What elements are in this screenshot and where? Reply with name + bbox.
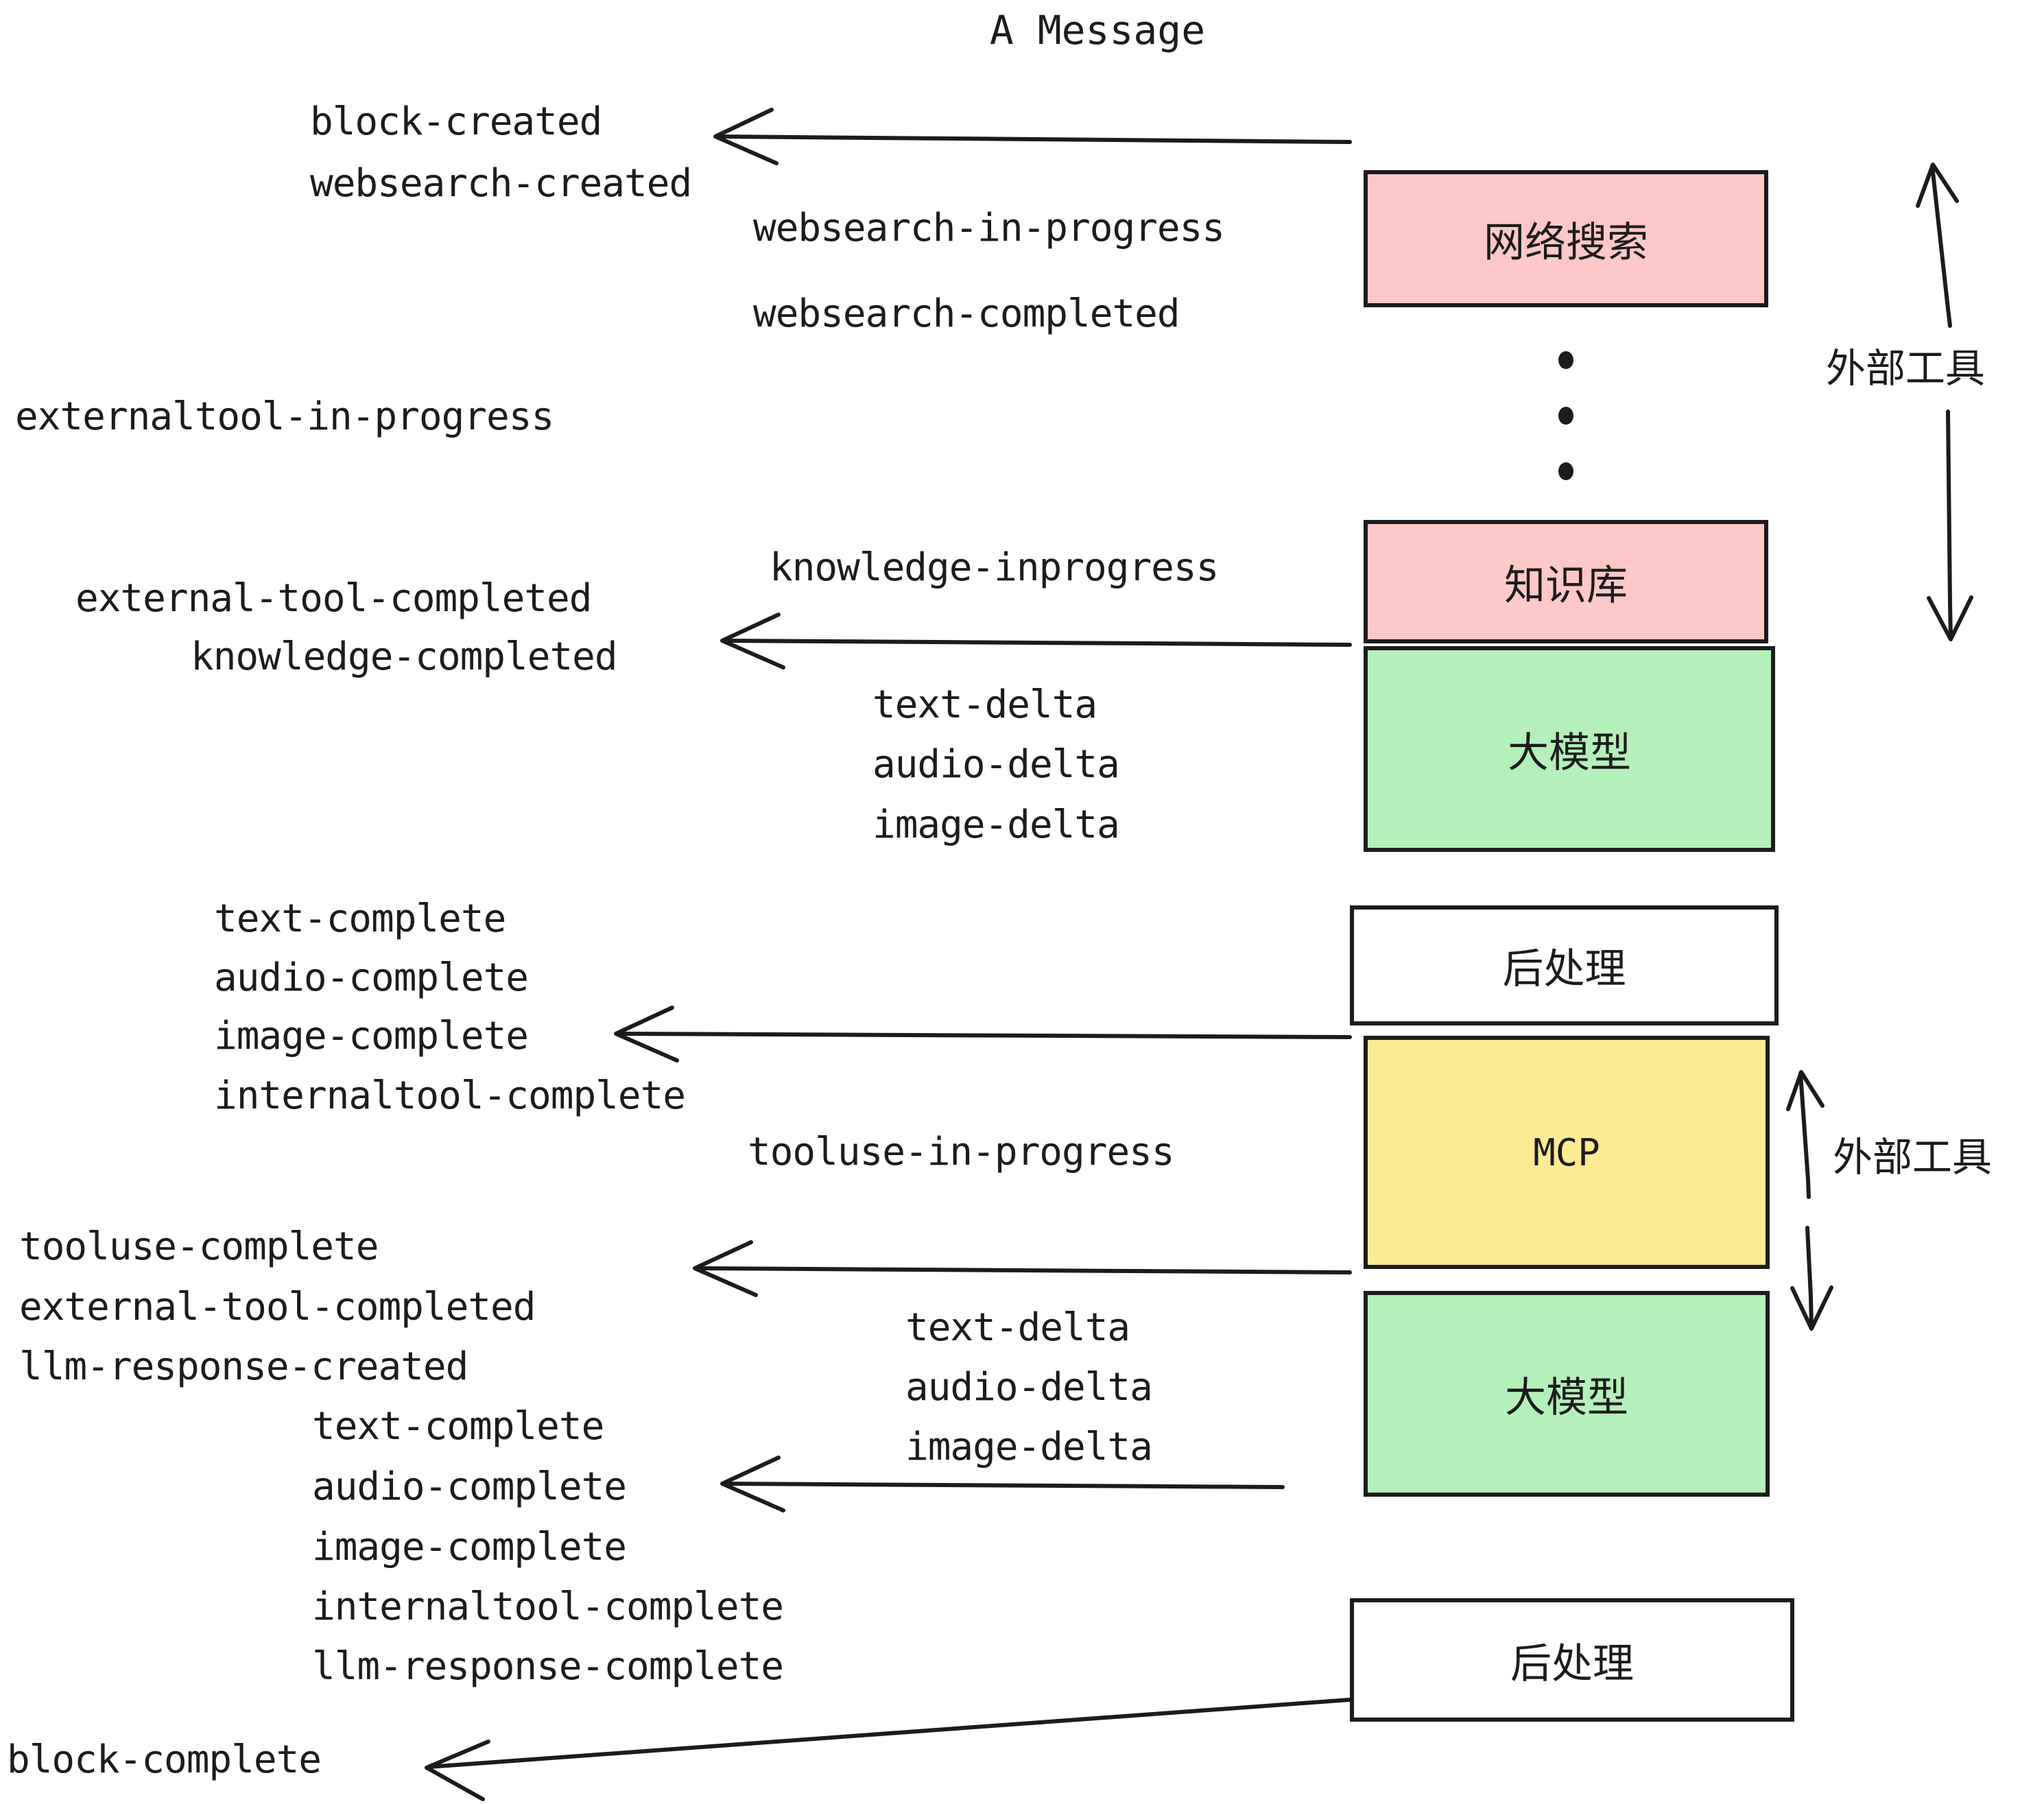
side-label-external-tool-bottom: 外部工具 [1833, 1134, 1993, 1180]
event-audio-delta-2: audio-delta [905, 1365, 1153, 1410]
node-knowledge[interactable]: 知识库 [1364, 520, 1768, 643]
event-knowledge-completed: knowledge-completed [191, 634, 618, 679]
ellipsis-dot-1 [1558, 351, 1573, 369]
event-image-delta-1: image-delta [872, 803, 1120, 847]
arrow-mcp-to-tooluse-complete [693, 1240, 1352, 1297]
side-label-external-tool-top: 外部工具 [1826, 345, 1986, 392]
node-websearch[interactable]: 网络搜索 [1364, 170, 1768, 307]
event-block-complete: block-complete [7, 1737, 322, 1782]
arrow-knowledge-to-knowledge-completed [720, 613, 1352, 669]
event-internaltool-complete-2: internaltool-complete [312, 1585, 784, 1629]
node-llm-2-label: 大模型 [1505, 1373, 1628, 1422]
event-websearch-created: websearch-created [310, 161, 692, 206]
node-mcp[interactable]: MCP [1364, 1036, 1770, 1269]
event-llm-response-created: llm-response-created [19, 1344, 468, 1389]
node-llm-1[interactable]: 大模型 [1364, 646, 1775, 852]
ellipsis-dot-2 [1558, 407, 1573, 425]
event-externaltool-in-progress: externaltool-in-progress [15, 394, 554, 439]
external-tool-arrow-down-top [1927, 410, 1973, 641]
event-llm-response-complete: llm-response-complete [312, 1644, 784, 1689]
event-audio-complete-2: audio-complete [312, 1464, 627, 1509]
event-external-tool-completed-2: external-tool-completed [19, 1285, 536, 1329]
arrow-websearch-to-block-created [713, 108, 1352, 165]
node-postprocess-1[interactable]: 后处理 [1350, 905, 1779, 1025]
event-image-delta-2: image-delta [905, 1425, 1153, 1469]
event-websearch-in-progress: websearch-in-progress [753, 206, 1225, 250]
node-knowledge-label: 知识库 [1504, 561, 1628, 610]
event-external-tool-completed-1: external-tool-completed [75, 576, 592, 621]
event-text-delta-1: text-delta [872, 683, 1097, 727]
event-image-complete-1: image-complete [214, 1014, 529, 1058]
node-postprocess-2[interactable]: 后处理 [1350, 1598, 1794, 1722]
node-llm-1-label: 大模型 [1508, 728, 1631, 777]
event-audio-complete-1: audio-complete [214, 956, 529, 1000]
event-knowledge-inprogress: knowledge-inprogress [770, 545, 1219, 590]
event-audio-delta-1: audio-delta [872, 742, 1120, 787]
event-text-delta-2: text-delta [905, 1305, 1130, 1350]
event-tooluse-in-progress: tooluse-in-progress [748, 1130, 1175, 1174]
event-websearch-completed: websearch-completed [753, 292, 1180, 336]
external-tool-arrow-up-bottom [1786, 1070, 1825, 1199]
arrow-llm2-to-audio-complete [720, 1456, 1285, 1512]
node-llm-2[interactable]: 大模型 [1364, 1291, 1770, 1497]
event-image-complete-2: image-complete [312, 1525, 627, 1569]
event-text-complete-2: text-complete [312, 1404, 604, 1449]
diagram-title: A Message [989, 7, 1206, 54]
event-block-created: block-created [310, 99, 602, 144]
external-tool-arrow-down-bottom [1790, 1226, 1833, 1331]
external-tool-arrow-up-top [1916, 163, 1959, 328]
node-mcp-label: MCP [1533, 1130, 1600, 1174]
arrow-postprocess1-to-image-complete [614, 1006, 1352, 1063]
node-websearch-label: 网络搜索 [1484, 218, 1648, 267]
ellipsis-dot-3 [1558, 462, 1573, 480]
event-tooluse-complete: tooluse-complete [19, 1224, 379, 1269]
event-text-complete-1: text-complete [214, 897, 506, 941]
node-postprocess-2-label: 后处理 [1510, 1639, 1634, 1688]
event-internaltool-complete-1: internaltool-complete [214, 1073, 686, 1118]
arrow-postprocess2-to-block-complete [425, 1698, 1352, 1801]
node-postprocess-1-label: 后处理 [1502, 945, 1626, 993]
